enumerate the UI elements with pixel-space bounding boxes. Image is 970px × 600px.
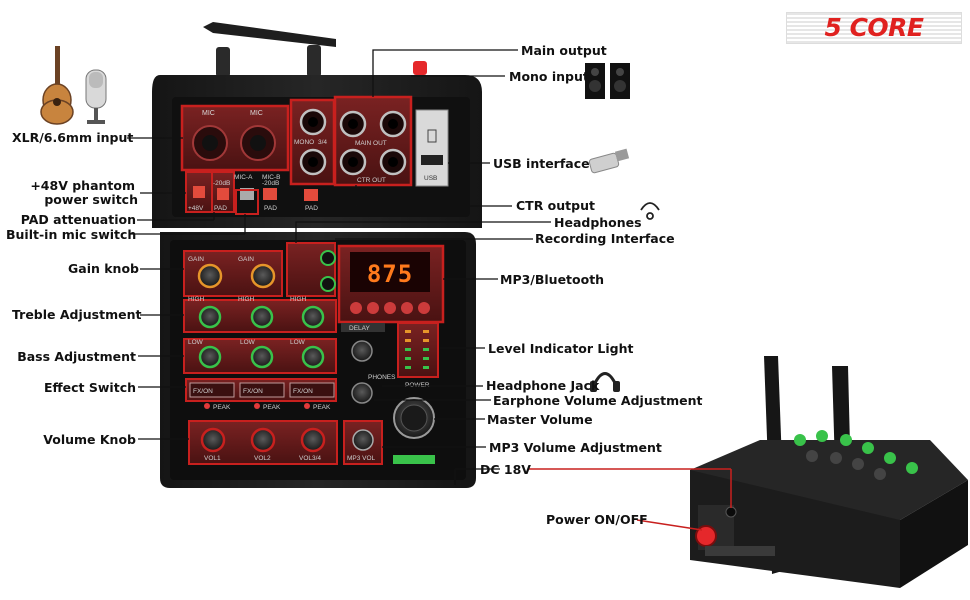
- fx-label-2: FX/ON: [243, 388, 263, 395]
- callout-dc-18v: DC 18V: [480, 462, 531, 477]
- mic-label-1: MIC: [202, 110, 215, 117]
- phones-label: PHONES: [368, 374, 396, 381]
- usb-label: USB: [424, 175, 437, 182]
- speaker-icon: [585, 63, 630, 99]
- gain-label-1: GAIN: [188, 256, 204, 263]
- acoustic-guitar-icon: [40, 46, 74, 125]
- mp3-display-reading: 875: [366, 260, 414, 288]
- brand-logo: 5 CORE: [786, 12, 962, 44]
- callout-phantom-power-1: +48V phantom: [30, 178, 135, 193]
- vol-label-2: VOL2: [254, 455, 271, 462]
- vol-label-3: VOL3/4: [299, 455, 321, 462]
- logo-background: [786, 12, 962, 44]
- callout-volume-knob: Volume Knob: [43, 432, 136, 447]
- callout-mp3-volume: MP3 Volume Adjustment: [489, 440, 662, 455]
- delay-label: DELAY: [349, 325, 370, 332]
- main-out-label: MAIN OUT: [355, 140, 387, 147]
- callout-mp3-bluetooth: MP3/Bluetooth: [500, 272, 605, 287]
- callout-recording-interface: Recording Interface: [535, 231, 675, 246]
- vol-label-1: VOL1: [204, 455, 221, 462]
- condenser-microphone-icon: [85, 69, 107, 124]
- callout-phantom-power-2: power switch: [44, 192, 138, 207]
- callout-xlr-input: XLR/6.6mm input: [12, 130, 134, 145]
- callout-pad-attenuation: PAD attenuation: [20, 212, 136, 227]
- mono-label: MONO: [294, 139, 314, 146]
- antenna: [203, 22, 336, 77]
- headphones-icon: [590, 372, 620, 392]
- peak-label-2: PEAK: [263, 404, 281, 411]
- peak-label-3: PEAK: [313, 404, 331, 411]
- headset-icon: [640, 202, 660, 220]
- mixer-side-view: [690, 356, 968, 588]
- mic-b-label: MIC-B: [262, 174, 280, 181]
- leader-lines: [127, 49, 551, 485]
- callout-gain-knob: Gain knob: [68, 261, 139, 276]
- callout-ctr-output: CTR output: [516, 198, 595, 213]
- ctr-out-label: CTR OUT: [357, 177, 386, 184]
- mixer-upper-panel: MIC MIC MONO 3/4 MAIN OUT CTR OUT: [152, 75, 482, 228]
- mp3-vol-label: MP3 VOL: [347, 455, 376, 462]
- callout-builtin-mic: Built-in mic switch: [6, 227, 137, 242]
- usb-drive-icon: [588, 148, 630, 174]
- high-label-1: HIGH: [188, 296, 205, 303]
- power-knob-top: [413, 61, 427, 75]
- peak-label-1: PEAK: [213, 404, 231, 411]
- mic-a-label: MIC-A: [234, 174, 253, 181]
- callout-master-volume: Master Volume: [487, 412, 593, 427]
- callout-bass: Bass Adjustment: [17, 349, 136, 364]
- high-label-2: HIGH: [238, 296, 255, 303]
- fx-label-1: FX/ON: [193, 388, 213, 395]
- pad-db-label-1: -20dB: [213, 180, 230, 187]
- ch34-label: 3/4: [318, 139, 327, 146]
- gain-label-2: GAIN: [238, 256, 254, 263]
- callout-level-indicator: Level Indicator Light: [488, 341, 634, 356]
- logo-text: 5 CORE: [824, 13, 924, 42]
- callout-effect-switch: Effect Switch: [44, 380, 136, 395]
- low-label-2: LOW: [240, 339, 256, 346]
- mic-label-2: MIC: [250, 110, 263, 117]
- pad-label-2: PAD: [264, 205, 277, 212]
- phantom-label: +48V: [188, 205, 204, 212]
- fx-label-3: FX/ON: [293, 388, 313, 395]
- callout-usb-interface: USB interface: [493, 156, 590, 171]
- callout-mono-input: Mono input: [509, 69, 589, 84]
- pad-label-3: PAD: [305, 205, 318, 212]
- callout-headphones: Headphones: [554, 215, 642, 230]
- high-label-3: HIGH: [290, 296, 307, 303]
- mixer-lower-panel: GAIN GAIN HIGH HIGH HIGH: [160, 232, 476, 488]
- callout-main-output: Main output: [521, 43, 607, 58]
- leader-lines-red: [529, 468, 732, 531]
- callout-power-switch: Power ON/OFF: [546, 512, 648, 527]
- low-label-1: LOW: [188, 339, 204, 346]
- callout-treble: Treble Adjustment: [12, 307, 142, 322]
- callout-earphone-volume: Earphone Volume Adjustment: [493, 393, 703, 408]
- callout-headphone-jack: Headphone Jack: [486, 378, 600, 393]
- low-label-3: LOW: [290, 339, 306, 346]
- pad-label-1: PAD: [214, 205, 227, 212]
- pad-db-label-2: -20dB: [262, 180, 279, 187]
